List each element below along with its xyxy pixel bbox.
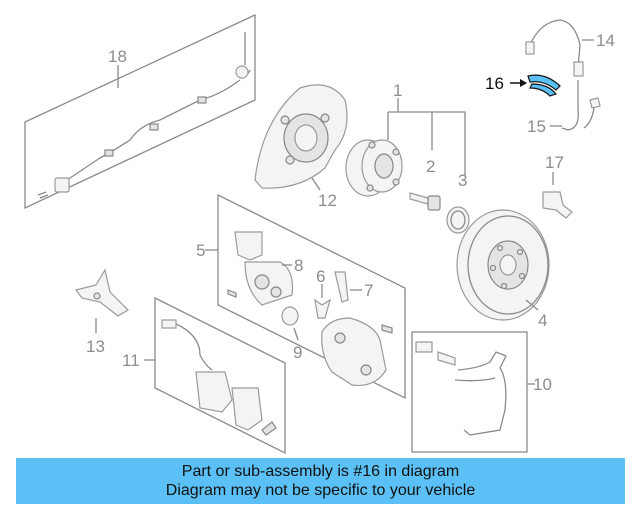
callout-12: 12 (318, 191, 337, 210)
callout-10: 10 (533, 375, 552, 394)
callout-16: 16 (485, 74, 504, 93)
part-12-dust-shield: 12 (254, 84, 348, 210)
banner-line-2: Diagram may not be specific to your vehi… (165, 482, 476, 499)
part-2-hub-bolt: 2 (409, 157, 441, 211)
banner-line-1: Part or sub-assembly is #16 in diagram (181, 463, 460, 480)
callout-3: 3 (458, 171, 467, 190)
group-5-caliper: 5 8 6 7 9 (196, 193, 406, 400)
callout-8: 8 (294, 256, 303, 275)
callout-13: 13 (86, 337, 105, 356)
callout-15: 15 (527, 117, 546, 136)
part-4-brake-rotor: 4 (456, 209, 550, 330)
group-18-sensor-wire: 18 (24, 13, 256, 210)
callout-5: 5 (196, 241, 205, 260)
info-banner: Part or sub-assembly is #16 in diagram D… (16, 458, 625, 504)
callout-4: 4 (538, 311, 547, 330)
callout-7: 7 (364, 281, 373, 300)
part-3-seal-ring: 3 (446, 171, 470, 234)
group-11-brake-pads: 11 (122, 296, 286, 455)
part-14-brake-hose: 14 (525, 19, 615, 77)
callout-17: 17 (545, 153, 564, 172)
group-10-brake-line: 10 (411, 331, 552, 453)
part-17-sensor: 17 (542, 153, 573, 219)
callout-18: 18 (108, 47, 127, 66)
callout-14: 14 (596, 31, 615, 50)
callout-1: 1 (393, 81, 402, 100)
callout-11: 11 (122, 351, 140, 370)
part-15-brake-hose: 15 (527, 80, 601, 136)
callout-2: 2 (426, 157, 435, 176)
part-16-clip-highlighted: 16 (485, 74, 561, 97)
callout-9: 9 (293, 343, 302, 362)
callout-6: 6 (316, 267, 325, 286)
parts-diagram: 18 12 1 2 3 (24, 13, 615, 455)
part-1-wheel-hub: 1 (345, 81, 466, 197)
part-13-bracket: 13 (74, 268, 129, 356)
